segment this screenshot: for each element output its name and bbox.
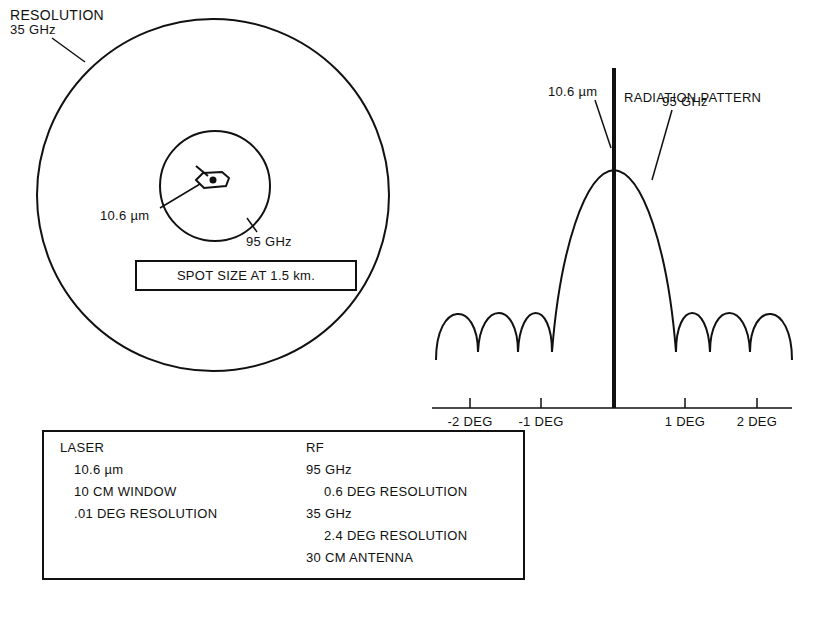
frequency-label: 35 GHz <box>10 22 56 37</box>
axis-label: -2 DEG <box>447 414 492 429</box>
axis-label: -1 DEG <box>518 414 563 429</box>
tank-icon <box>196 166 229 188</box>
axis <box>432 407 792 409</box>
side-lobes <box>676 313 792 360</box>
leader-line <box>247 218 257 232</box>
beam-95ghz-circle <box>160 131 270 241</box>
axis-ticks <box>470 398 757 408</box>
caption-box: SPOT SIZE AT 1.5 km. <box>135 260 357 291</box>
wavelength-label: 10.6 µm <box>548 84 597 99</box>
spec-table: LASER 10.6 µm 10 CM WINDOW .01 DEG RESOLUTI… <box>42 430 525 580</box>
leader-line <box>52 38 85 62</box>
leader-line <box>595 100 611 148</box>
leader-line <box>160 184 200 208</box>
caption-text: SPOT SIZE AT 1.5 km. <box>151 268 341 283</box>
laser-spot <box>211 178 216 183</box>
axis-label: 2 DEG <box>737 414 778 429</box>
table-cell: 10.6 µm <box>74 462 123 477</box>
section-title: RESOLUTION <box>10 8 104 23</box>
column-heading: RF <box>306 440 324 455</box>
table-cell: .01 DEG RESOLUTION <box>74 506 217 521</box>
axis-label: 1 DEG <box>665 414 706 429</box>
table-cell: 2.4 DEG RESOLUTION <box>324 528 467 543</box>
table-cell: 95 GHz <box>306 462 352 477</box>
table-cell: 0.6 DEG RESOLUTION <box>324 484 467 499</box>
column-heading: LASER <box>60 440 104 455</box>
wavelength-label: 10.6 µm <box>100 208 149 223</box>
table-cell: 35 GHz <box>306 506 352 521</box>
main-lobe <box>552 170 676 352</box>
table-cell: 10 CM WINDOW <box>74 484 177 499</box>
leader-line <box>652 110 672 180</box>
laser-beam-line <box>612 68 616 408</box>
table-cell: 30 CM ANTENNA <box>306 550 413 565</box>
frequency-label: 95 GHz <box>662 94 708 109</box>
side-lobes <box>436 313 552 360</box>
beam-35ghz-circle <box>37 19 389 371</box>
frequency-label: 95 GHz <box>246 234 292 249</box>
